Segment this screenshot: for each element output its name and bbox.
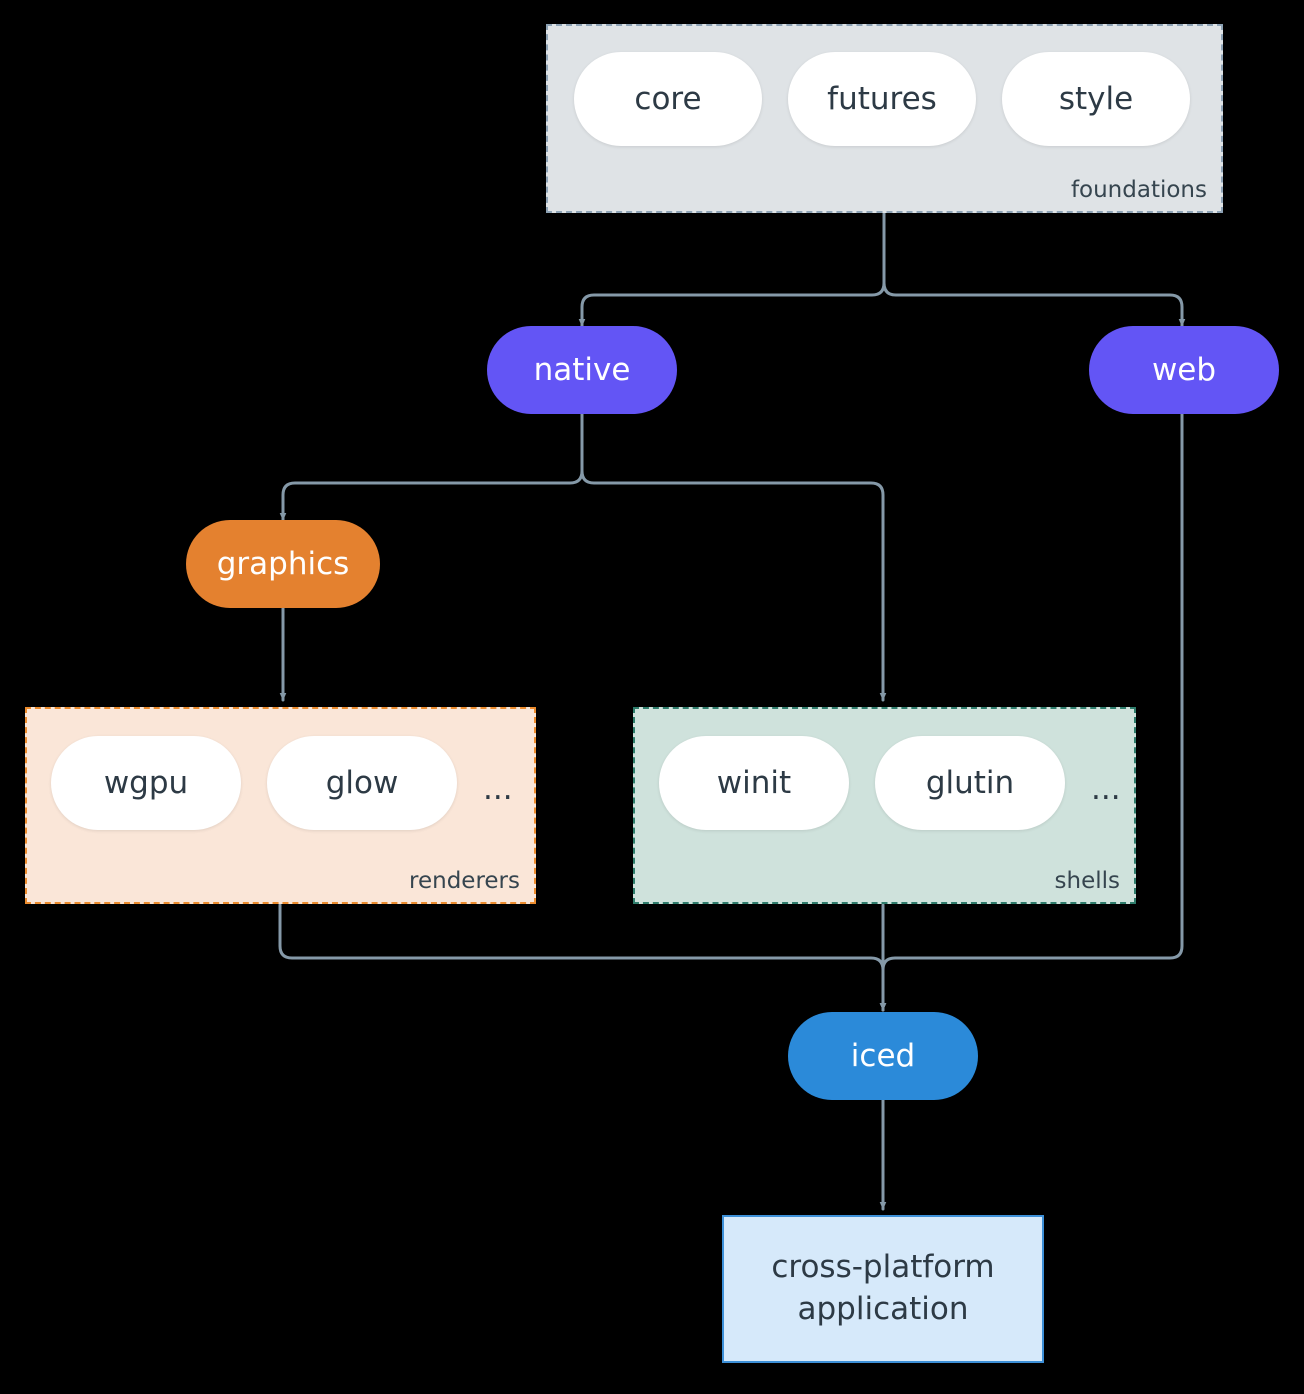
node-graphics[interactable]: graphics <box>186 520 380 608</box>
group-renderers-label: renderers <box>409 868 520 894</box>
pill-winit[interactable]: winit <box>659 736 849 830</box>
pill-glutin-label: glutin <box>925 765 1015 801</box>
application-line-1: cross-platform <box>771 1249 995 1286</box>
pill-wgpu-label: wgpu <box>103 765 189 801</box>
node-web-label: web <box>1151 352 1217 388</box>
group-renderers: wgpu glow ... renderers <box>25 707 536 904</box>
group-shells-label: shells <box>1054 868 1120 894</box>
application-line-2: application <box>797 1291 969 1327</box>
renderers-ellipsis: ... <box>483 771 513 807</box>
shells-ellipsis: ... <box>1091 771 1121 807</box>
edge-native-graphics <box>279 410 584 522</box>
pill-style-label: style <box>1058 81 1134 117</box>
pill-winit-label: winit <box>716 765 792 801</box>
pill-glow-label: glow <box>325 765 399 801</box>
node-iced[interactable]: iced <box>788 1012 978 1100</box>
node-cross-platform-application[interactable]: cross-platform application <box>722 1215 1044 1363</box>
edge-native-shells <box>580 410 887 702</box>
edge-foundations-web <box>882 212 1186 328</box>
pill-style[interactable]: style <box>1002 52 1190 146</box>
pill-core-label: core <box>634 81 702 117</box>
group-shells: winit glutin ... shells <box>633 707 1136 904</box>
node-web[interactable]: web <box>1089 326 1279 414</box>
node-iced-label: iced <box>850 1038 916 1074</box>
pill-core[interactable]: core <box>574 52 762 146</box>
group-foundations-label: foundations <box>1070 177 1207 203</box>
pill-futures-label: futures <box>827 81 937 117</box>
node-graphics-label: graphics <box>216 546 350 582</box>
edge-renderers-iced <box>278 903 887 1012</box>
edge-foundations-native <box>578 212 886 328</box>
node-native-label: native <box>533 352 631 388</box>
group-foundations: core futures style foundations <box>546 24 1223 213</box>
pill-glutin[interactable]: glutin <box>875 736 1065 830</box>
pill-futures[interactable]: futures <box>788 52 976 146</box>
pill-glow[interactable]: glow <box>267 736 457 830</box>
node-native[interactable]: native <box>487 326 677 414</box>
pill-wgpu[interactable]: wgpu <box>51 736 241 830</box>
